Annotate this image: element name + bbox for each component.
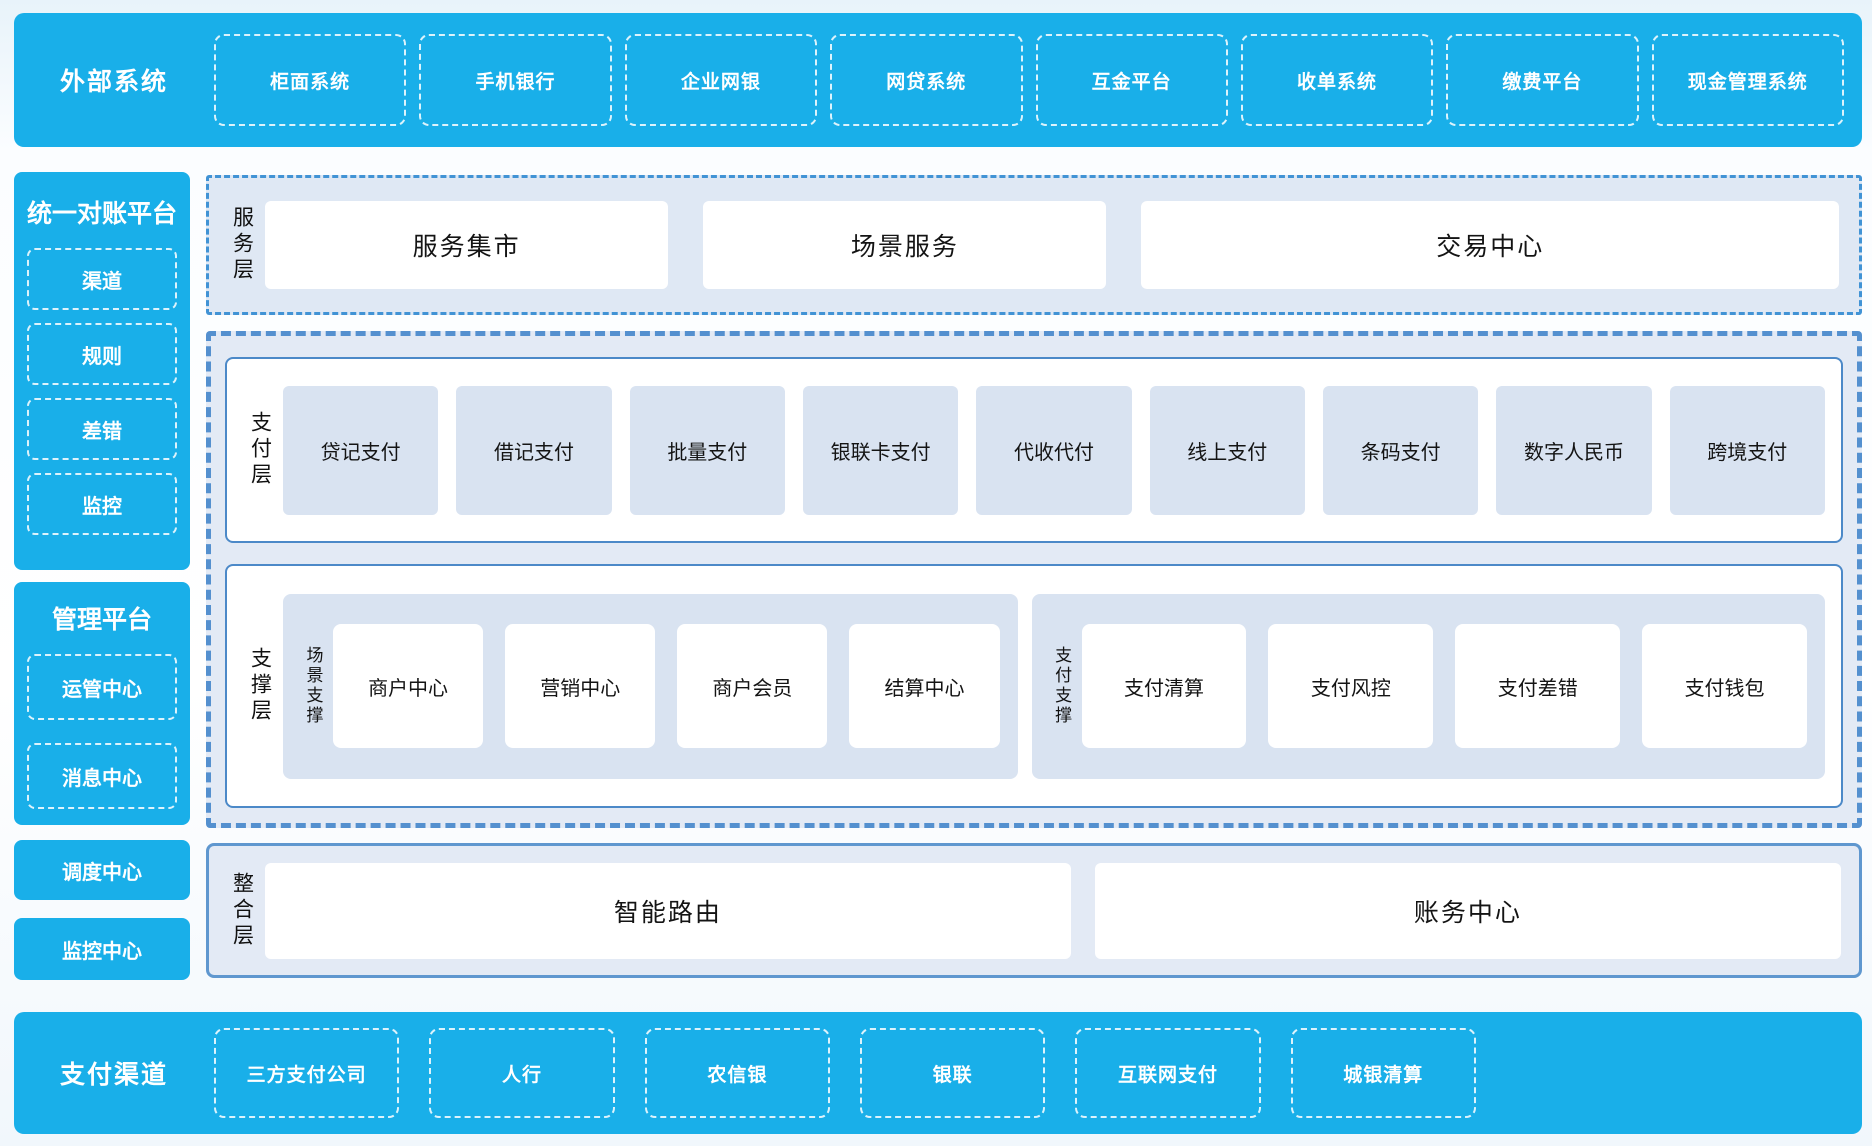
payment-channel-item: 三方支付公司 — [214, 1028, 400, 1118]
support-card: 结算中心 — [849, 624, 1000, 748]
external-systems-items: 柜面系统 手机银行 企业网银 网贷系统 互金平台 收单系统 缴费平台 现金管理系… — [214, 34, 1844, 126]
payment-item: 线上支付 — [1149, 385, 1305, 515]
external-systems-bar: 外部系统 柜面系统 手机银行 企业网银 网贷系统 互金平台 收单系统 缴费平台 … — [14, 13, 1862, 147]
management-platform-items: 运管中心 消息中心 — [14, 654, 190, 809]
reconciliation-item: 监控 — [27, 473, 177, 535]
scene-support-label: 场景支撑 — [303, 646, 323, 726]
payment-layer: 支付层 贷记支付 借记支付 批量支付 银联卡支付 代收代付 线上支付 条码支付 … — [225, 357, 1843, 543]
payment-channel-item: 农信银 — [644, 1028, 830, 1118]
integration-layer: 整合层 智能路由 账务中心 — [206, 843, 1862, 978]
reconciliation-item: 渠道 — [27, 248, 177, 310]
external-system-item: 手机银行 — [419, 34, 612, 126]
support-card: 商户会员 — [677, 624, 828, 748]
reconciliation-platform-block: 统一对账平台 渠道 规则 差错 监控 — [14, 172, 190, 570]
external-system-item: 柜面系统 — [214, 34, 407, 126]
payment-channel-item: 银联 — [859, 1028, 1046, 1118]
payment-item: 贷记支付 — [283, 385, 439, 515]
scene-support-group: 场景支撑 商户中心 营销中心 商户会员 结算中心 — [283, 593, 1018, 779]
support-card: 支付清算 — [1081, 624, 1247, 748]
payment-item: 数字人民币 — [1496, 385, 1652, 515]
payment-item: 代收代付 — [976, 385, 1132, 515]
payment-item: 银联卡支付 — [802, 385, 959, 515]
external-system-item: 网贷系统 — [830, 34, 1023, 126]
external-system-item: 企业网银 — [624, 34, 818, 126]
external-system-item: 互金平台 — [1035, 34, 1228, 126]
support-card: 支付钱包 — [1642, 624, 1807, 748]
dispatch-center-block: 调度中心 — [14, 840, 190, 900]
external-system-item: 缴费平台 — [1446, 34, 1639, 126]
support-card: 支付差错 — [1455, 624, 1621, 748]
management-item: 运管中心 — [27, 654, 177, 720]
external-systems-title: 外部系统 — [59, 68, 168, 96]
payment-channels-bar: 支付渠道 三方支付公司 人行 农信银 银联 互联网支付 城银清算 — [14, 1012, 1862, 1134]
payment-item: 借记支付 — [456, 385, 612, 515]
payment-channels-items: 三方支付公司 人行 农信银 银联 互联网支付 城银清算 — [214, 1028, 1476, 1118]
reconciliation-platform-title: 统一对账平台 — [26, 200, 177, 228]
integration-layer-label: 整合层 — [230, 871, 254, 950]
service-layer-boxes: 服务集市 场景服务 交易中心 — [265, 201, 1839, 289]
support-card: 商户中心 — [333, 624, 484, 748]
integration-box: 账务中心 — [1094, 862, 1841, 959]
integration-layer-boxes: 智能路由 账务中心 — [265, 862, 1841, 959]
management-platform-block: 管理平台 运管中心 消息中心 — [14, 582, 190, 825]
integration-box: 智能路由 — [265, 862, 1071, 959]
management-item: 消息中心 — [27, 743, 177, 809]
payment-channels-title: 支付渠道 — [59, 1061, 168, 1089]
reconciliation-item: 规则 — [27, 323, 177, 385]
scene-support-cards: 商户中心 营销中心 商户会员 结算中心 — [333, 624, 1000, 748]
external-system-item: 收单系统 — [1240, 34, 1434, 126]
monitor-center-block: 监控中心 — [14, 918, 190, 980]
reconciliation-platform-items: 渠道 规则 差错 监控 — [14, 248, 190, 535]
payment-channel-item: 人行 — [429, 1028, 615, 1118]
support-card: 支付风控 — [1268, 624, 1434, 748]
external-system-item: 现金管理系统 — [1651, 34, 1844, 126]
payment-item: 批量支付 — [629, 385, 785, 515]
payment-layer-items: 贷记支付 借记支付 批量支付 银联卡支付 代收代付 线上支付 条码支付 数字人民… — [283, 385, 1825, 515]
service-box: 服务集市 — [265, 201, 669, 289]
payment-layer-label: 支付层 — [248, 411, 272, 489]
service-layer: 服务层 服务集市 场景服务 交易中心 — [206, 175, 1862, 315]
payment-core-container: 支付层 贷记支付 借记支付 批量支付 银联卡支付 代收代付 线上支付 条码支付 … — [206, 331, 1862, 828]
payment-item: 跨境支付 — [1669, 385, 1825, 515]
support-layer-label: 支撑层 — [248, 647, 272, 725]
service-box: 场景服务 — [703, 201, 1107, 289]
service-layer-label: 服务层 — [230, 206, 254, 284]
management-platform-title: 管理平台 — [51, 606, 152, 634]
payment-channel-item: 互联网支付 — [1075, 1028, 1261, 1118]
reconciliation-item: 差错 — [27, 398, 177, 460]
left-sidebar: 统一对账平台 渠道 规则 差错 监控 管理平台 运管中心 消息中心 调度中心 监… — [14, 172, 190, 980]
payment-channel-item: 城银清算 — [1290, 1028, 1476, 1118]
service-box: 交易中心 — [1141, 201, 1839, 289]
payment-support-cards: 支付清算 支付风控 支付差错 支付钱包 — [1081, 624, 1807, 748]
support-layer-groups: 场景支撑 商户中心 营销中心 商户会员 结算中心 支付支撑 支付清算 支付风控 — [283, 593, 1825, 779]
support-card: 营销中心 — [505, 624, 656, 748]
support-layer: 支撑层 场景支撑 商户中心 营销中心 商户会员 结算中心 支付支撑 — [225, 564, 1843, 808]
main-layers: 服务层 服务集市 场景服务 交易中心 支付层 贷记支付 借记支付 批量支付 银联… — [206, 175, 1862, 978]
payment-item: 条码支付 — [1322, 385, 1479, 515]
payment-support-label: 支付支撑 — [1052, 646, 1072, 726]
payment-support-group: 支付支撑 支付清算 支付风控 支付差错 支付钱包 — [1031, 593, 1825, 779]
